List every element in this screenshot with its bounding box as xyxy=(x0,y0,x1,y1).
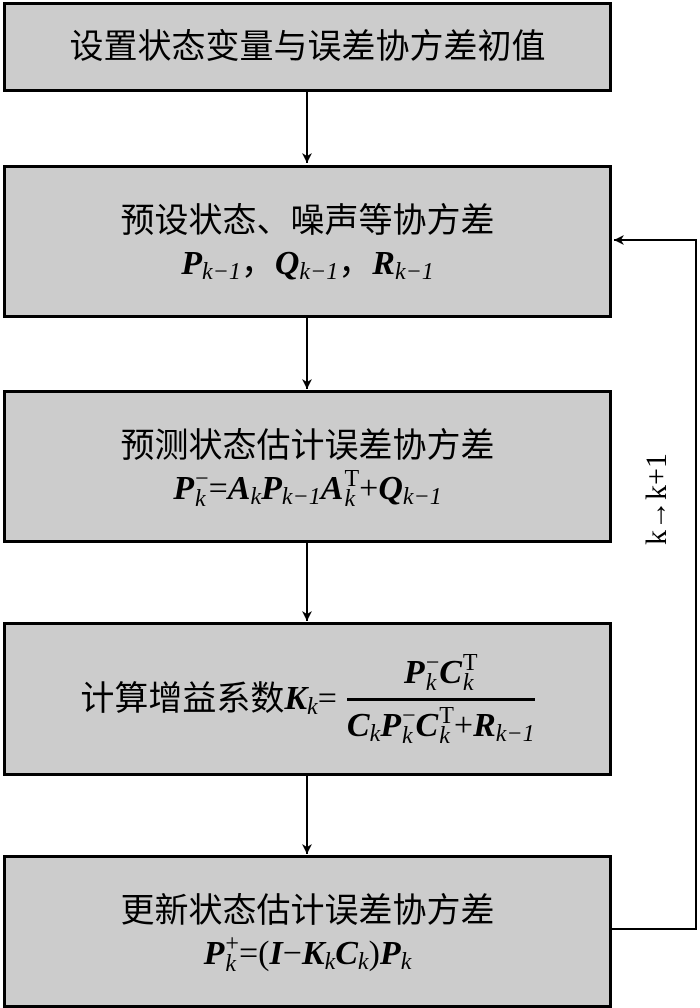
formula-operator: =( xyxy=(238,934,270,972)
formula-variable: Q xyxy=(378,469,403,507)
formula-scripts: −k xyxy=(425,649,440,696)
formula-subscript: k xyxy=(462,669,474,696)
step-title: 预测状态估计误差协方差 xyxy=(120,425,495,466)
formula-subscript: k xyxy=(402,722,413,749)
formula-subscript: k−1 xyxy=(281,483,321,510)
formula-operator: ， xyxy=(338,244,373,282)
formula-subscript: k xyxy=(307,694,318,720)
formula-operator: = xyxy=(317,680,337,717)
formula-variable: P xyxy=(181,244,202,282)
formula-superscript: − xyxy=(195,465,209,492)
formula-variable: R xyxy=(372,244,395,282)
formula-subscript: k xyxy=(439,722,450,749)
loop-label: k→k+1 xyxy=(640,453,673,545)
formula-subscript: k xyxy=(225,950,237,977)
step-title: 设置状态变量与误差协方差初值 xyxy=(69,27,546,67)
formula-superscript: − xyxy=(425,649,440,676)
formula-scripts: +k xyxy=(225,930,239,977)
formula-subscript: k xyxy=(369,720,381,747)
formula-superscript: T xyxy=(439,702,454,729)
formula-subscript: k−1 xyxy=(495,720,535,747)
formula-variable: C xyxy=(335,934,358,972)
formula-operator: ， xyxy=(240,244,275,282)
step-title: 预设状态、噪声等协方差 xyxy=(120,200,495,241)
formula-variable: C xyxy=(439,653,462,691)
formula-operator: + xyxy=(453,706,474,744)
formula-subscript: k xyxy=(324,948,336,975)
formula-subscript: k xyxy=(195,485,206,512)
formula-variable: K xyxy=(284,680,308,717)
fraction-bar xyxy=(346,697,535,701)
formula-variable: Q xyxy=(274,244,300,282)
feedback-loop-arrow xyxy=(612,235,697,930)
formula-variable: P xyxy=(379,934,401,972)
formula-variable: K xyxy=(301,934,325,972)
step-init-box: 设置状态变量与误差协方差初值 xyxy=(3,2,612,92)
step-title: 更新状态估计误差协方差 xyxy=(120,890,495,931)
formula-variable: R xyxy=(473,706,496,744)
formula-operator: − xyxy=(282,934,302,972)
formula-variable: P xyxy=(261,469,282,507)
formula-scripts: −k xyxy=(195,465,209,512)
formula-operator: ) xyxy=(368,934,380,972)
formula-variable: A xyxy=(227,469,251,507)
formula-superscript: T xyxy=(344,465,360,492)
formula-operator: = xyxy=(208,469,228,507)
formula-subscript: k xyxy=(357,948,369,975)
formula-variable: A xyxy=(320,469,344,507)
formula-subscript: k xyxy=(344,485,356,512)
formula-variable: P xyxy=(203,934,225,972)
formula-superscript: T xyxy=(462,649,478,676)
formula-variable: P xyxy=(173,469,195,507)
formula-scripts: −k xyxy=(402,702,416,749)
formula-subscript: k−1 xyxy=(201,258,241,285)
formula-subscript: k xyxy=(250,483,262,510)
formula-variable: P xyxy=(403,653,425,691)
formula-variable: I xyxy=(269,934,283,972)
formula-subscript: k−1 xyxy=(402,483,442,510)
formula-superscript: − xyxy=(402,702,416,729)
formula-subscript: k xyxy=(400,948,412,975)
formula-superscript: + xyxy=(225,930,239,957)
formula-operator: + xyxy=(359,469,379,507)
formula-variable: P xyxy=(380,706,401,744)
formula-variable: C xyxy=(346,706,370,744)
formula-variable: C xyxy=(415,706,439,744)
formula-subscript: k−1 xyxy=(299,258,339,285)
step-title: 计算增益系数 xyxy=(80,679,285,719)
formula-subscript: k−1 xyxy=(394,258,434,285)
formula-subscript: k xyxy=(425,669,437,696)
